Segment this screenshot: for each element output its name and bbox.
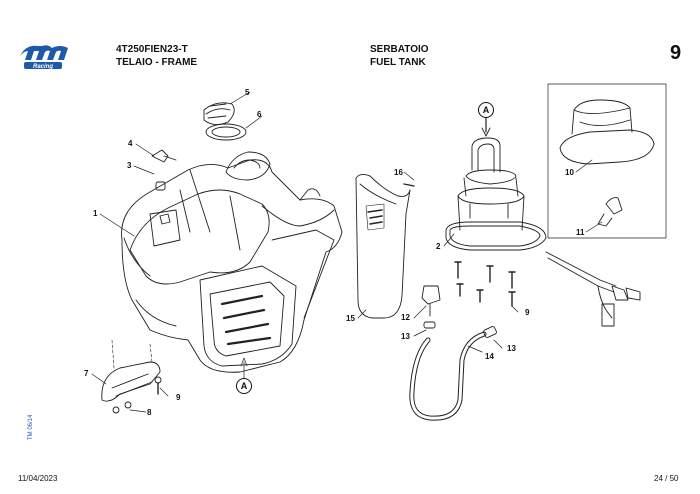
callout-10: 10 [565, 168, 574, 177]
assembly-title-it: SERBATOIO [370, 44, 429, 55]
tm-racing-logo: Racing [20, 45, 68, 70]
callout-6: 6 [257, 110, 262, 119]
footer-date: 11/04/2023 [18, 474, 58, 483]
tank-guard [355, 173, 415, 319]
callout-12: 12 [401, 313, 410, 322]
reference-a-pump: A [478, 102, 494, 118]
callout-5: 5 [245, 88, 250, 97]
callout-4: 4 [128, 139, 133, 148]
footer-page: 24 / 50 [654, 474, 679, 483]
detail-inset [547, 83, 667, 239]
callout-2: 2 [436, 242, 441, 251]
model-code: 4T250FIEN23-T [116, 44, 188, 55]
fuel-tank-body [121, 151, 343, 373]
callout-7: 7 [84, 369, 89, 378]
mount-screws [454, 261, 516, 307]
fuel-pump [445, 109, 641, 327]
reference-a-tank: A [236, 378, 252, 394]
callout-14: 14 [485, 352, 494, 361]
callout-11: 11 [576, 228, 585, 237]
tank-bracket [101, 339, 162, 414]
group-title: TELAIO - FRAME [116, 57, 198, 68]
svg-text:Racing: Racing [33, 64, 53, 70]
callout-9-pump: 9 [525, 308, 530, 317]
vent-fittings [151, 149, 177, 191]
callout-13-right: 13 [507, 344, 516, 353]
callout-15: 15 [346, 314, 355, 323]
leader-lines [91, 91, 603, 413]
callout-16: 16 [394, 168, 403, 177]
callout-1: 1 [93, 209, 98, 218]
assembly-title-en: FUEL TANK [370, 57, 426, 68]
filler-cap-group [203, 102, 247, 141]
table-number: 9 [670, 42, 682, 64]
vertical-code: TM 06/14 [28, 414, 34, 440]
callout-9-bracket: 9 [176, 393, 181, 402]
callout-8: 8 [147, 408, 152, 417]
callout-3: 3 [127, 161, 132, 170]
fuel-hose-group [409, 285, 497, 421]
callout-13-left: 13 [401, 332, 410, 341]
